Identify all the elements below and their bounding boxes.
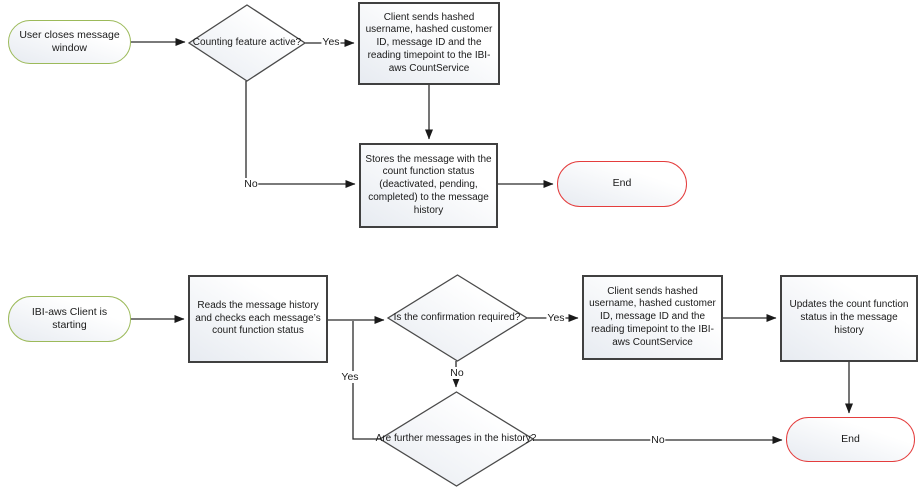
- edge-label-confirmation-yes: Yes: [546, 312, 566, 324]
- process-read-message-history-label: Reads the message history and checks eac…: [195, 299, 321, 337]
- start-node-client-starting: IBI-aws Client is starting: [8, 296, 131, 342]
- end-node-bottom-label: End: [841, 432, 860, 445]
- process-send-countservice-bottom: Client sends hashed username, hashed cus…: [582, 275, 723, 360]
- process-read-message-history: Reads the message history and checks eac…: [188, 275, 328, 363]
- edge-counting-no-to-store: [245, 81, 356, 188]
- edge-label-further-no: No: [650, 434, 666, 446]
- decision-further-diamond: [378, 391, 535, 487]
- edge-label-counting-yes: Yes: [321, 36, 341, 48]
- decision-confirmation-diamond: [386, 274, 529, 362]
- process-store-message-history-label: Stores the message with the count functi…: [365, 153, 492, 216]
- edge-further-yes-return: [352, 321, 380, 440]
- decision-counting-diamond: [187, 4, 307, 82]
- end-node-top-label: End: [612, 177, 632, 190]
- process-store-message-history: Stores the message with the count functi…: [359, 143, 498, 228]
- process-send-countservice-top: Client sends hashed username, hashed cus…: [358, 2, 500, 85]
- end-node-top: End: [557, 161, 687, 207]
- edge-label-confirmation-no: No: [449, 367, 465, 379]
- start-node-client-starting-label: IBI-aws Client is starting: [31, 305, 108, 331]
- edge-label-counting-no: No: [243, 178, 259, 190]
- process-send-countservice-bottom-label: Client sends hashed username, hashed cus…: [589, 285, 716, 348]
- process-update-count-status: Updates the count function status in the…: [780, 275, 918, 362]
- start-node-user-closes-window: User closes message window: [8, 20, 131, 64]
- start-node-label: User closes message window: [19, 28, 120, 54]
- edge-label-further-yes: Yes: [340, 371, 360, 383]
- end-node-bottom: End: [786, 417, 915, 462]
- process-send-countservice-top-label: Client sends hashed username, hashed cus…: [365, 11, 493, 74]
- process-update-count-status-label: Updates the count function status in the…: [789, 299, 909, 336]
